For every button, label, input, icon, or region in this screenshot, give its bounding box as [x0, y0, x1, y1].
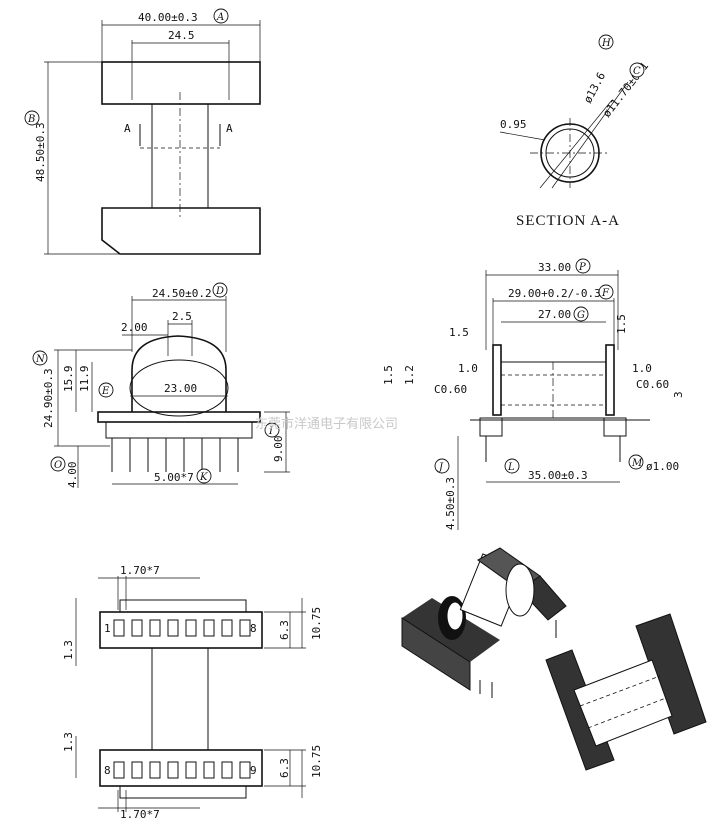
front-view: 24.50±0.2 D 2.00 2.5 23.00 24.90±0.3 N 1… [32, 282, 290, 489]
dim-d-width: 24.50±0.2 [152, 287, 212, 300]
dim-a-top: 40.00±0.3 [138, 11, 198, 24]
front-pins [111, 438, 239, 472]
dim-t10b: 1.0 [632, 362, 652, 375]
dim-n-height: 24.90±0.3 [42, 368, 55, 428]
callout-o: O [54, 460, 62, 471]
dim-t15b: 1.5 [615, 314, 628, 334]
dim-h13b: 1.3 [62, 732, 75, 752]
callout-g: G [577, 310, 585, 321]
callout-a: A [216, 12, 224, 23]
dim-h13a: 1.3 [62, 640, 75, 660]
callout-j: J [437, 462, 444, 473]
bottom-view: 1 8 8 9 1.70*7 1.70*7 1.3 1.3 6.3 10.75 … [62, 564, 323, 821]
callout-l: L [507, 462, 515, 473]
dim-h63a: 6.3 [278, 620, 291, 640]
watermark: 东莞市洋通电子有限公司 [255, 416, 398, 432]
dim-pitch-top: 1.70*7 [120, 564, 160, 577]
section-a-left: A [124, 122, 131, 135]
section-a-right: A [226, 122, 233, 135]
callout-b: B [27, 114, 35, 125]
dim-w25: 2.5 [172, 310, 192, 323]
dim-m-pin: ø1.00 [646, 460, 679, 473]
callout-e: E [101, 386, 110, 397]
iso-view-right [545, 613, 707, 771]
dim-h119: 11.9 [78, 366, 91, 393]
callout-c: C [633, 66, 641, 77]
dim-h400: 4.00 [66, 462, 79, 489]
dim-h900: 9.00 [272, 436, 285, 463]
dim-pitch-bot: 1.70*7 [120, 808, 160, 821]
top-view: 40.00±0.3 A 24.5 48.50±0.3 B A A [24, 8, 261, 255]
dim-c060b: C0.60 [636, 378, 669, 391]
dim-h1075b: 10.75 [310, 745, 323, 778]
dim-g-len: 27.00 [538, 308, 571, 321]
dim-w2300: 23.00 [164, 382, 197, 395]
callout-p: P [578, 262, 586, 273]
callout-k: K [199, 472, 208, 483]
callout-f: F [601, 288, 610, 299]
callout-d: D [215, 286, 224, 297]
dim-h159: 15.9 [62, 366, 75, 393]
dim-wall: 0.95 [500, 118, 527, 131]
bottom-slots [113, 619, 251, 779]
dim-k-pitch: 5.00*7 [154, 471, 194, 484]
pin-label-1: 1 [104, 622, 111, 635]
dim-p-len: 33.00 [538, 261, 571, 274]
dim-t15a: 1.5 [449, 326, 469, 339]
dim-h1075a: 10.75 [310, 607, 323, 640]
dim-h12: 1.2 [403, 365, 416, 385]
pin-label-8a: 8 [250, 622, 257, 635]
dim-w200: 2.00 [121, 321, 148, 334]
dim-h63b: 6.3 [278, 758, 291, 778]
dim-f-len: 29.00+0.2/-0.3 [508, 287, 601, 300]
section-a-a: 0.95 ø13.6 ø11.70±0.1 H C SECTION A-A [499, 34, 651, 229]
section-title: SECTION A-A [516, 213, 620, 229]
dim-h3: 3 [672, 391, 685, 398]
iso-view-left [401, 547, 567, 698]
dim-j-pin: 4.50±0.3 [444, 477, 457, 530]
callout-h: H [601, 38, 611, 49]
callout-i: I [268, 426, 274, 437]
dim-c060a: C0.60 [434, 383, 467, 396]
callout-n: N [35, 354, 46, 365]
dim-l-span: 35.00±0.3 [528, 469, 588, 482]
dim-h15: 1.5 [382, 365, 395, 385]
dim-b-height: 48.50±0.3 [34, 122, 47, 182]
callout-m: M [631, 458, 643, 469]
dim-t10a: 1.0 [458, 362, 478, 375]
side-view: 33.00 P 29.00+0.2/-0.3 F 27.00 G 1.5 1.5… [382, 258, 685, 530]
pin-label-8b: 8 [104, 764, 111, 777]
pin-label-9: 9 [250, 764, 257, 777]
dim-h-dia: ø13.6 [581, 70, 608, 105]
dim-inner-top: 24.5 [168, 29, 195, 42]
